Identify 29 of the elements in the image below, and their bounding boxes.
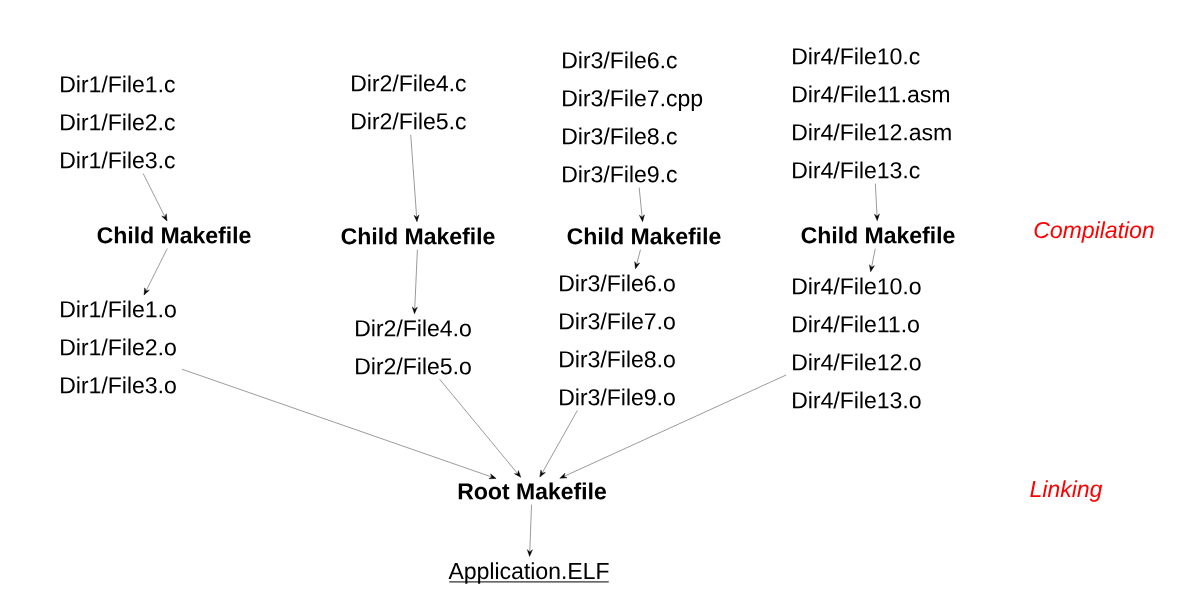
arrow <box>638 187 645 222</box>
arrow <box>539 410 578 478</box>
arrow <box>559 374 787 479</box>
makefile-label: Child Makefile <box>97 226 251 244</box>
arrow <box>142 173 168 222</box>
arrow <box>439 379 521 478</box>
file-list: Dir3/File6.o Dir3/File7.o Dir3/File8.o Dir3/File9.o <box>560 274 675 406</box>
arrow <box>874 183 880 221</box>
arrow <box>412 249 418 314</box>
makefile-label: Child Makefile <box>801 226 955 244</box>
file-list: Dir3/File6.c Dir3/File7.cpp Dir3/File8.c Dir3/File9.c <box>563 51 703 183</box>
arrow <box>143 248 168 296</box>
output-file-label: Application.ELF <box>448 562 610 584</box>
file-list: Dir2/File4.c Dir2/File5.c <box>352 74 466 130</box>
arrow <box>181 369 497 479</box>
makefile-label: Child Makefile <box>341 227 495 245</box>
stage-label: Compilation <box>1034 221 1154 243</box>
file-list: Dir4/File10.c Dir4/File11.asm Dir4/File12.asm Dir4/File13.c <box>793 47 951 179</box>
file-list: Dir1/File1.c Dir1/File2.c Dir1/File3.c <box>61 75 175 169</box>
file-list: Dir1/File1.o Dir1/File2.o Dir1/File3.o <box>61 300 176 394</box>
makefile-label: Child Makefile <box>567 227 721 245</box>
file-list: Dir4/File10.o Dir4/File11.o Dir4/File12.o Dir4/File13.o <box>793 277 921 409</box>
arrow <box>869 248 876 273</box>
arrow <box>410 134 420 222</box>
arrow <box>527 504 533 557</box>
arrow <box>634 249 641 270</box>
stage-label: Linking <box>1030 480 1103 502</box>
file-list: Dir2/File4.o Dir2/File5.o <box>356 319 471 375</box>
makefile-label: Root Makefile <box>458 482 606 500</box>
